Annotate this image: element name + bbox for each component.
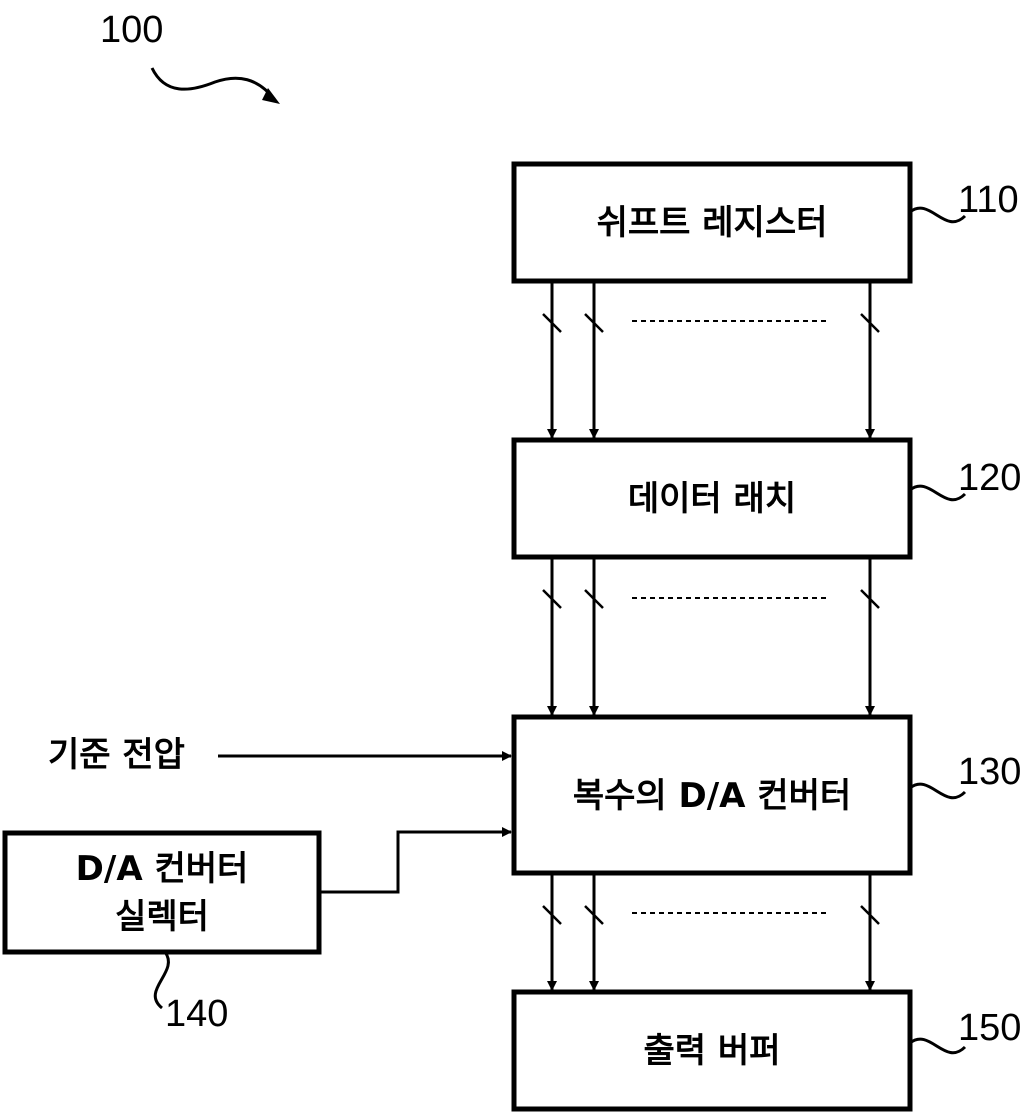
da-selector-label-line2: 실렉터 [115,897,209,937]
selector-to-converters-arrow [319,832,511,892]
output-buffer-label: 출력 버퍼 [644,1031,781,1071]
reference-voltage-label: 기준 전압 [48,735,185,775]
shift-register-label: 쉬프트 레지스터 [597,203,828,243]
da-selector-ref: 140 [165,993,228,1035]
data-latch-ref: 120 [958,457,1021,499]
da-converters-ref: 130 [958,751,1021,793]
bus-latch-to-converters [543,559,879,715]
figure-ref-squiggle-arrow [152,68,275,100]
da-converters-label: 복수의 D/A 컨버터 [573,776,851,816]
output-buffer-leader [910,1039,965,1053]
data-latch-leader [910,486,965,500]
bus-shift-to-latch [543,283,879,438]
shift-register-leader [910,208,965,222]
figure-ref-label: 100 [100,9,163,51]
bus-converters-to-buffer [543,875,879,990]
da-selector-label-line1: D/A 컨버터 [76,849,249,889]
output-buffer-ref: 150 [958,1007,1021,1049]
shift-register-ref: 110 [958,179,1019,221]
data-latch-label: 데이터 래치 [628,479,796,519]
da-converters-leader [910,784,965,798]
